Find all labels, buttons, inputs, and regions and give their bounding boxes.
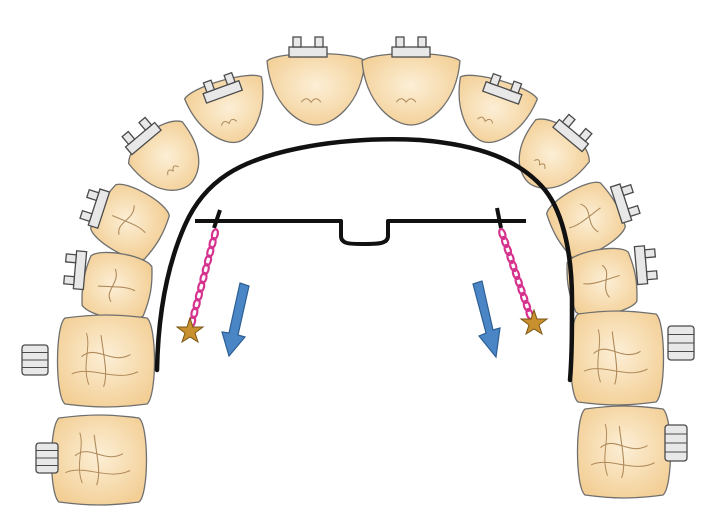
bracket-premolar2-right xyxy=(633,245,658,286)
tooth-upper-first-molar-left xyxy=(56,314,156,408)
molar-tube-left-first xyxy=(21,344,49,376)
bracket-premolar1-left xyxy=(79,188,111,230)
elastic-chain-right xyxy=(498,227,534,321)
bracket-lateral-right xyxy=(481,72,523,105)
tooth-upper-second-molar-left xyxy=(50,414,148,506)
molar-tube-right-first xyxy=(667,325,695,361)
molar-tube-left-second xyxy=(35,442,59,474)
bracket-premolar2-left xyxy=(63,250,88,291)
teeth-layer xyxy=(50,52,672,506)
right-hook xyxy=(495,207,503,229)
tooth-upper-second-premolar-right xyxy=(566,247,638,317)
tooth-upper-central-incisor-left xyxy=(266,52,366,126)
star-anchor-icon xyxy=(175,316,205,344)
bracket-lateral-left xyxy=(202,71,244,104)
tooth-upper-first-molar-right xyxy=(569,310,665,406)
tooth-upper-second-molar-right xyxy=(576,405,672,499)
arrow-down-icon xyxy=(472,280,501,359)
tooth-upper-central-incisor-right xyxy=(361,52,461,126)
bracket-central-right xyxy=(391,36,431,58)
molar-tube-right-second xyxy=(664,424,688,462)
elastic-chain-left xyxy=(188,228,219,328)
brackets-layer xyxy=(21,36,695,474)
bracket-premolar1-right xyxy=(609,183,641,225)
archwire xyxy=(154,137,575,383)
tooth-upper-lateral-incisor-left xyxy=(183,74,264,144)
arrow-down-icon xyxy=(221,282,250,358)
bracket-canine-left xyxy=(121,116,162,156)
bracket-canine-right xyxy=(552,113,593,153)
bracket-central-left xyxy=(288,36,328,58)
transpalatal-bar xyxy=(195,219,526,246)
left-hook xyxy=(212,209,222,229)
star-anchor-icon xyxy=(519,308,549,336)
